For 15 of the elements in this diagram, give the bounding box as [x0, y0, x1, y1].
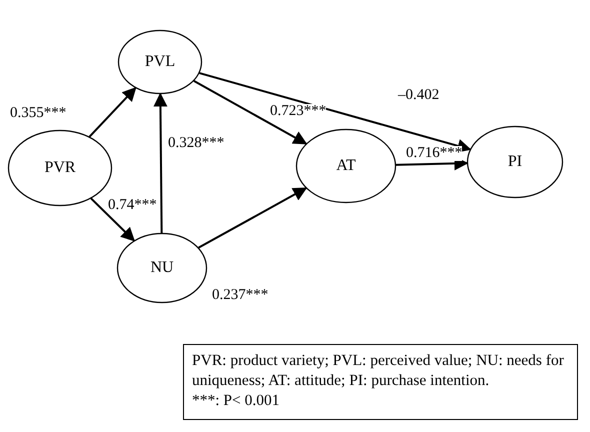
node-label: PVR [44, 159, 76, 177]
arrow [199, 72, 472, 153]
node-label: NU [150, 259, 174, 277]
node-label: AT [336, 157, 356, 175]
arrow [198, 187, 308, 249]
arrow [88, 86, 136, 138]
arrow [90, 198, 136, 242]
note-text: PVR: product variety; PVL: perceived value; NU: needs for uniqueness; AT: attitude; PI: purchase intention. [192, 352, 564, 390]
node-label: PVL [144, 53, 176, 71]
node-label: PI [508, 153, 522, 171]
note-text: ***: P< 0.001 [192, 392, 280, 410]
note-box [183, 344, 578, 420]
arrow [153, 92, 168, 234]
edge-label: 0.716*** [406, 146, 462, 161]
arrow [193, 80, 308, 145]
